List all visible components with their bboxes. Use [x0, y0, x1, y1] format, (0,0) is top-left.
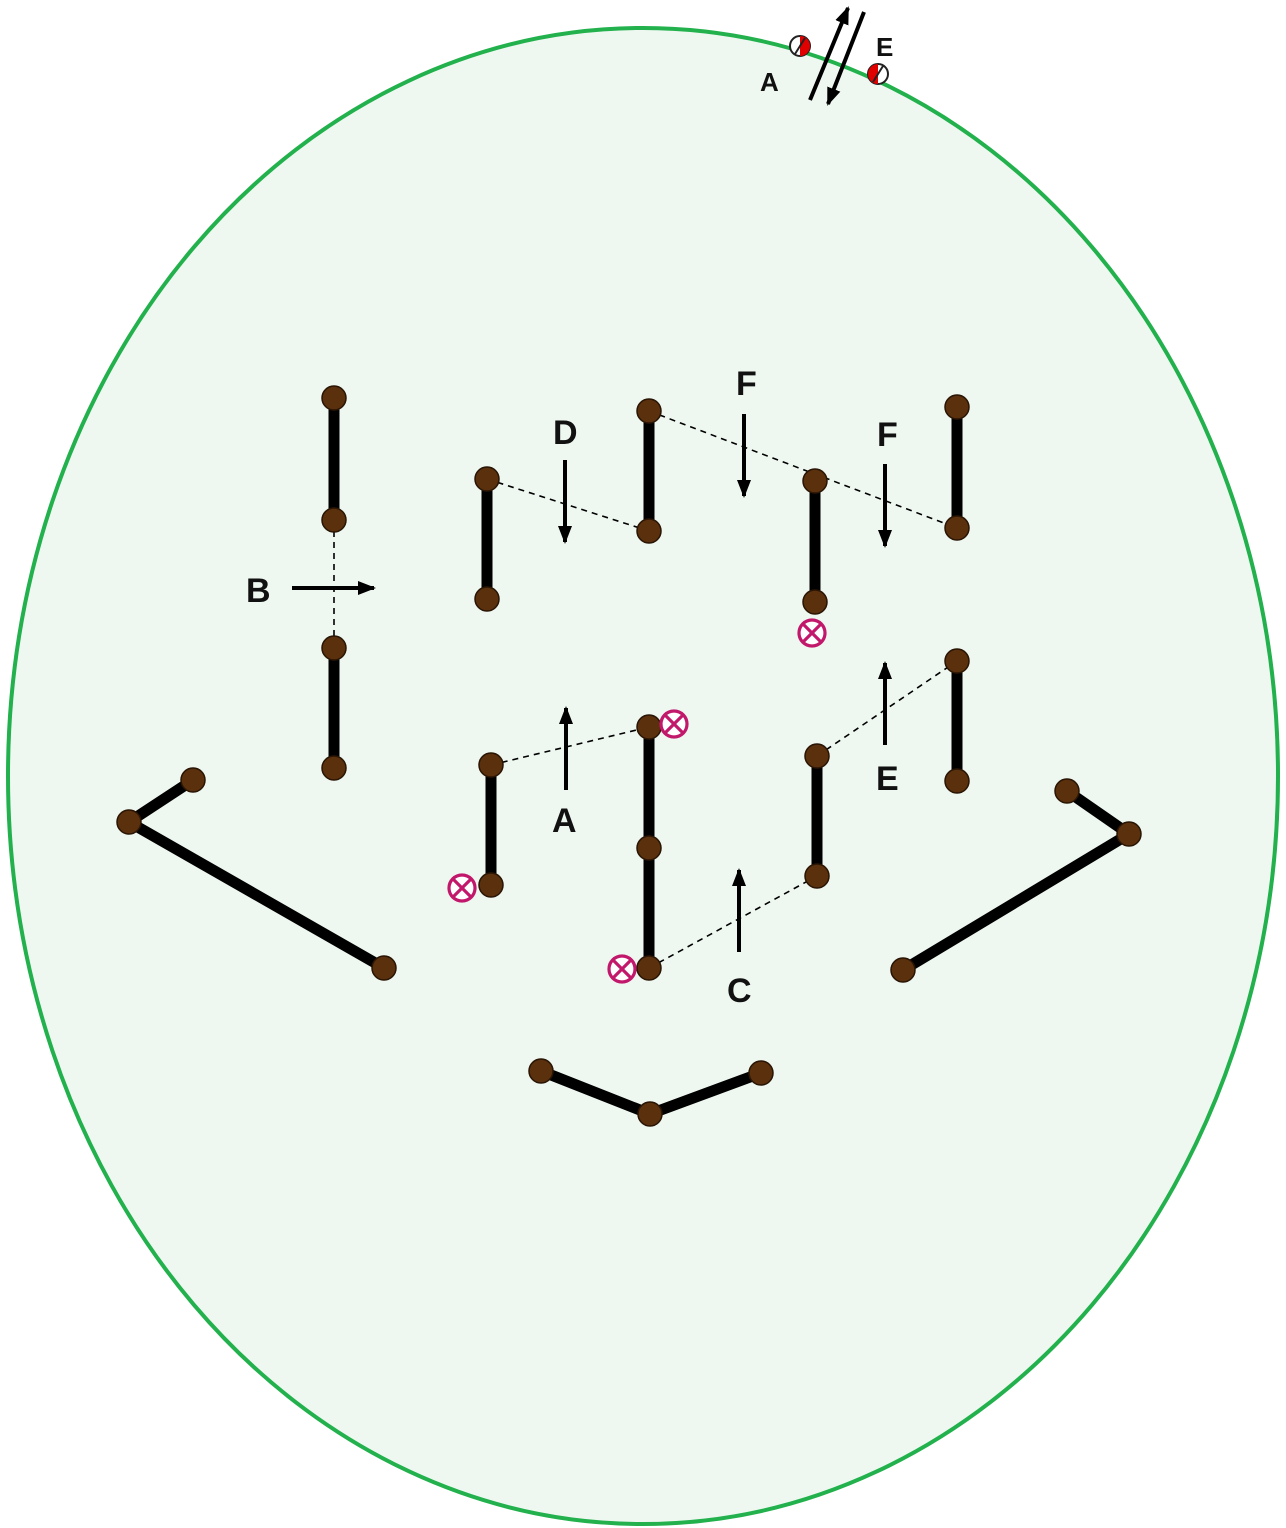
- ion-left-icon: [789, 35, 811, 57]
- channel-label-right: E: [876, 32, 893, 62]
- arrow-labels: B D F F A C E: [246, 365, 899, 1010]
- blocked-x-icon: [607, 954, 637, 984]
- blocked-x-icon: [797, 618, 827, 648]
- dashed-connectors: [333, 410, 958, 969]
- blocked-x-icon: [659, 709, 689, 739]
- chromosome-bars: [123, 392, 1135, 1120]
- label-d: D: [553, 414, 578, 452]
- membrane-channel: A E: [760, 6, 893, 106]
- label-c: C: [727, 972, 752, 1010]
- movement-arrows: [292, 414, 892, 952]
- label-a: A: [552, 802, 577, 840]
- label-b: B: [246, 572, 271, 610]
- label-f-right: F: [877, 416, 898, 454]
- label-e: E: [876, 760, 899, 798]
- ion-right-icon: [867, 63, 889, 85]
- label-f-top: F: [736, 365, 757, 403]
- channel-label-left: A: [760, 67, 779, 97]
- blocked-markers: [447, 618, 827, 984]
- blocked-x-icon: [447, 873, 477, 903]
- centromere-knobs: [116, 385, 1142, 1127]
